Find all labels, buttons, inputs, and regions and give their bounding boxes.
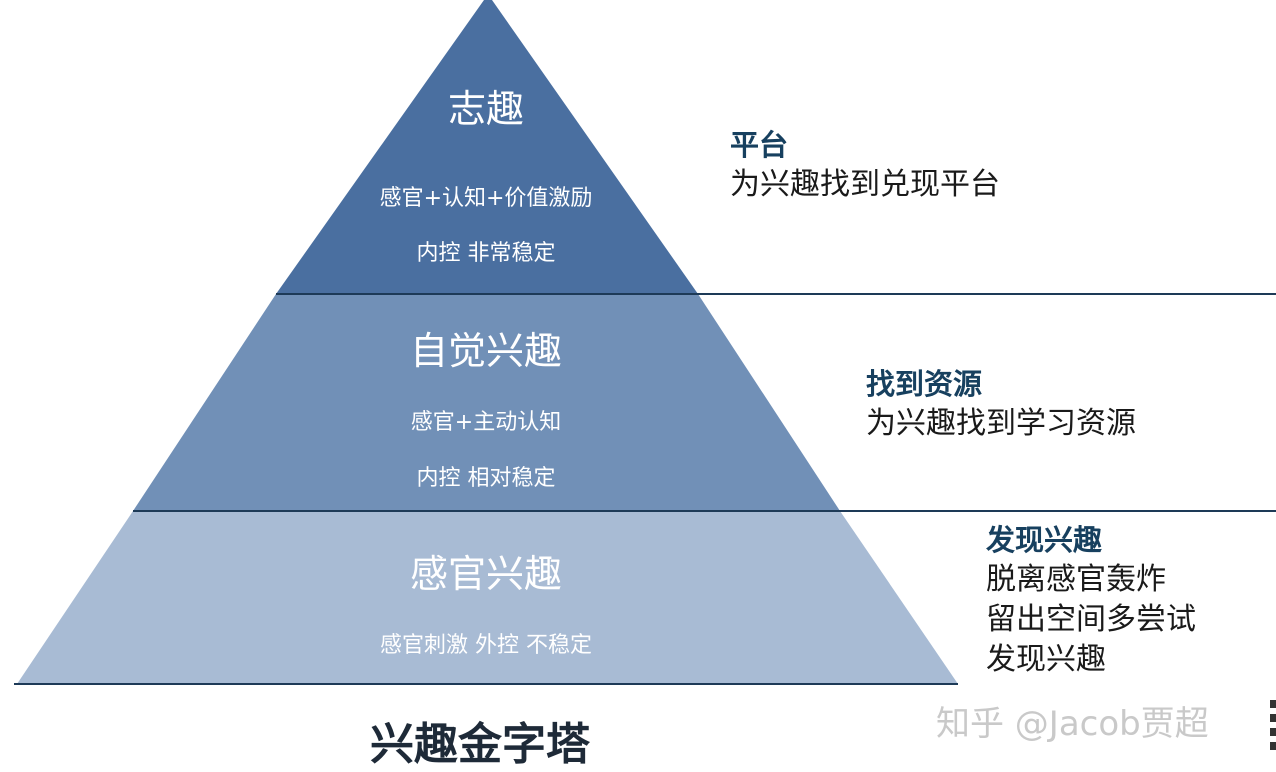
tier-middle-line-1: 感官+主动认知 [410,410,562,435]
diagram-title: 兴趣金字塔 [370,719,590,770]
side-annotation-top: 平台 为兴趣找到兑现平台 [730,125,1000,205]
side-annotation-middle: 找到资源 为兴趣找到学习资源 [866,364,1136,444]
side-line-bottom-3: 发现兴趣 [986,642,1106,677]
tier-top-line-1: 感官+认知+价值激励 [379,186,593,211]
side-line-top-1: 为兴趣找到兑现平台 [730,167,1000,202]
tier-bottom-title: 感官兴趣 [409,552,563,596]
pyramid-tier-bottom [17,511,958,684]
side-title-top: 平台 [730,128,789,162]
edge-glyph-fragment [1270,700,1276,754]
side-title-bottom: 发现兴趣 [986,523,1103,557]
pyramid-tier-top [276,0,698,294]
tier-top-title: 志趣 [447,87,525,131]
side-line-bottom-1: 脱离感官轰炸 [986,562,1166,597]
side-line-bottom-2: 留出空间多尝试 [986,602,1196,637]
side-annotation-bottom: 发现兴趣 脱离感官轰炸 留出空间多尝试 发现兴趣 [986,520,1196,680]
tier-top-line-2: 内控 非常稳定 [416,241,556,266]
tier-middle-line-2: 内控 相对稳定 [416,466,556,491]
pyramid-tier-middle [133,294,840,511]
side-title-middle: 找到资源 [866,367,983,401]
tier-bottom-line-1: 感官刺激 外控 不稳定 [380,633,592,658]
watermark: 知乎 @Jacob贾超 [936,704,1209,744]
tier-middle-title: 自觉兴趣 [409,329,563,373]
side-line-middle-1: 为兴趣找到学习资源 [866,406,1136,441]
